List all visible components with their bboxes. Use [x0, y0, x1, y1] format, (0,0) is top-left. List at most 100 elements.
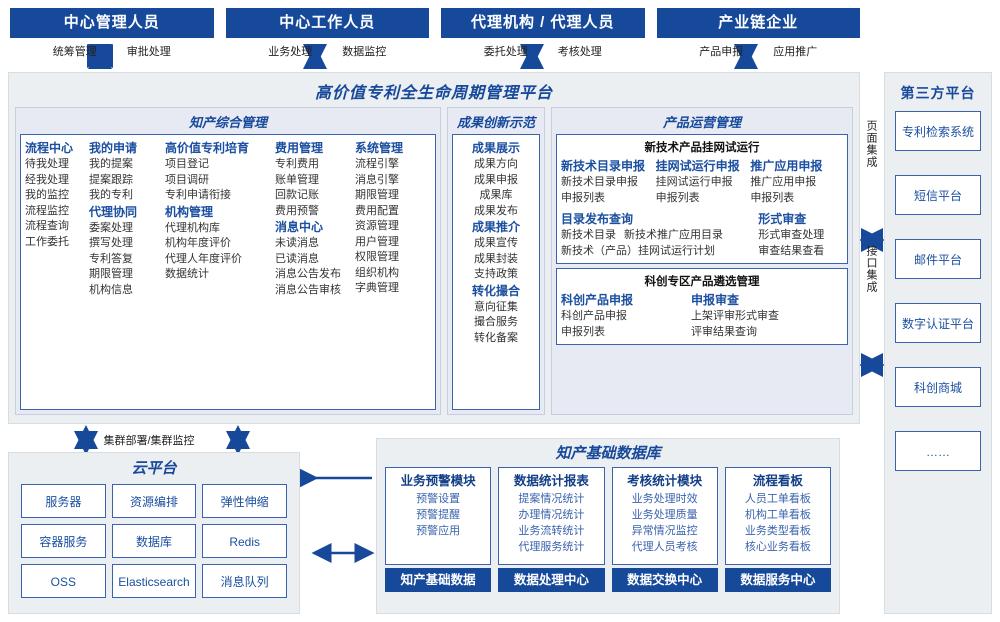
menu-head[interactable]: 挂网试运行申报 [655, 159, 740, 173]
cloud-cell-elasticsearch[interactable]: Elasticsearch [111, 564, 197, 598]
card-item[interactable]: 代理人员考核 [631, 541, 698, 553]
menu-item[interactable]: 已读消息 [275, 252, 319, 265]
card-item[interactable]: 机构工单看板 [744, 509, 811, 521]
card-item[interactable]: 业务处理质量 [631, 509, 698, 521]
card-item[interactable]: 人员工单看板 [744, 493, 811, 505]
third-party-item-digital-cert[interactable]: 数字认证平台 [895, 303, 981, 343]
menu-item[interactable]: 用户管理 [355, 235, 399, 248]
menu-item[interactable]: 工作委托 [25, 235, 69, 248]
menu-item[interactable]: 账单管理 [275, 173, 319, 186]
role-agency[interactable]: 代理机构 / 代理人员 委托处理 考核处理 [441, 8, 645, 66]
menu-item[interactable]: 期限管理 [355, 189, 399, 201]
menu-item[interactable]: 成果库 [479, 189, 513, 201]
menu-head[interactable]: 高价值专利培育 [165, 141, 250, 155]
menu-item[interactable]: 我的提案 [89, 158, 133, 170]
role-enterprise[interactable]: 产业链企业 产品申报 应用推广 [656, 8, 860, 66]
menu-item[interactable]: 费用预警 [275, 204, 319, 217]
database-footer-basic-data[interactable]: 知产基础数据 [385, 568, 492, 592]
menu-item[interactable]: 经我处理 [25, 173, 69, 186]
menu-item[interactable]: 费用配置 [355, 204, 399, 217]
menu-item[interactable]: 项目登记 [165, 158, 209, 170]
cloud-cell-orchestration[interactable]: 资源编排 [111, 484, 197, 518]
menu-item[interactable]: 机构年度评价 [165, 237, 231, 249]
menu-item[interactable]: 推广应用申报 [750, 176, 817, 188]
menu-item[interactable]: 新技术目录申报 [561, 176, 638, 188]
card-item[interactable]: 业务类型看板 [744, 525, 811, 537]
menu-item[interactable]: 我的专利 [89, 189, 133, 201]
cloud-cell-server[interactable]: 服务器 [21, 484, 106, 518]
menu-item[interactable]: 新技术目录 [561, 229, 616, 241]
menu-head[interactable]: 目录发布查询 [561, 212, 634, 226]
menu-item[interactable]: 流程查询 [25, 220, 69, 232]
menu-head[interactable]: 申报审查 [691, 293, 740, 307]
menu-item[interactable]: 撮合服务 [474, 316, 518, 328]
cloud-cell-message-queue[interactable]: 消息队列 [202, 564, 287, 598]
role-center-staff[interactable]: 中心工作人员 业务处理 数据监控 [225, 8, 429, 66]
card-item[interactable]: 提案情况统计 [518, 493, 585, 505]
menu-item[interactable]: 成果发布 [474, 204, 518, 217]
menu-item[interactable]: 委案处理 [89, 221, 133, 234]
menu-item[interactable]: 待我处理 [25, 158, 69, 170]
menu-item[interactable]: 成果申报 [474, 173, 518, 186]
card-head[interactable]: 考核统计模块 [627, 474, 703, 488]
menu-head[interactable]: 代理协同 [89, 204, 138, 219]
menu-item[interactable]: 消息公告审核 [275, 283, 341, 296]
menu-item[interactable]: 审查结果查看 [758, 244, 825, 257]
menu-item[interactable]: 字典管理 [355, 282, 399, 294]
menu-head[interactable]: 形式审查 [758, 212, 807, 226]
menu-item[interactable]: 我的监控 [25, 189, 69, 201]
menu-head[interactable]: 系统管理 [355, 141, 404, 155]
cloud-cell-redis[interactable]: Redis [202, 524, 287, 558]
third-party-item-more[interactable]: …… [895, 431, 981, 471]
menu-head[interactable]: 成果展示 [471, 141, 520, 155]
menu-item[interactable]: 挂网试运行申报 [655, 176, 733, 188]
menu-head[interactable]: 转化撮合 [471, 283, 520, 298]
menu-head[interactable]: 费用管理 [275, 141, 324, 155]
menu-head[interactable]: 新技术目录申报 [561, 159, 646, 173]
menu-item[interactable]: 申报列表 [655, 191, 700, 204]
third-party-item-sms[interactable]: 短信平台 [895, 175, 981, 215]
menu-item[interactable]: 意向征集 [474, 300, 518, 313]
third-party-item-mall[interactable]: 科创商城 [895, 367, 981, 407]
menu-item[interactable]: 申报列表 [561, 325, 605, 338]
menu-head[interactable]: 我的申请 [89, 141, 138, 155]
card-item[interactable]: 预警应用 [416, 525, 461, 537]
menu-item[interactable]: 申报列表 [750, 191, 795, 204]
menu-item[interactable]: 消息公告发布 [275, 268, 341, 280]
card-head[interactable]: 数据统计报表 [513, 474, 589, 488]
menu-item[interactable]: 上架评审形式审查 [691, 310, 779, 322]
menu-item[interactable]: 申报列表 [561, 191, 605, 204]
menu-item[interactable]: 资源管理 [355, 220, 399, 232]
card-item[interactable]: 异常情况监控 [631, 525, 698, 537]
menu-item[interactable]: 形式审查处理 [758, 229, 825, 241]
cloud-cell-database[interactable]: 数据库 [111, 524, 197, 558]
cloud-cell-oss[interactable]: OSS [21, 564, 106, 598]
menu-head[interactable]: 消息中心 [275, 220, 324, 234]
menu-item[interactable]: 专利申请衔接 [165, 189, 231, 201]
menu-item[interactable]: 科创产品申报 [561, 310, 627, 322]
menu-item[interactable]: 回款记账 [275, 189, 319, 201]
database-footer-processing-center[interactable]: 数据处理中心 [498, 568, 605, 592]
menu-item[interactable]: 数据统计 [165, 268, 209, 280]
menu-item[interactable]: 机构信息 [89, 283, 133, 296]
cloud-cell-container[interactable]: 容器服务 [21, 524, 106, 558]
card-item[interactable]: 业务流转统计 [518, 525, 585, 537]
menu-item[interactable]: 成果方向 [474, 158, 518, 170]
menu-item[interactable]: 流程引擎 [355, 158, 399, 170]
menu-item[interactable]: 权限管理 [355, 251, 399, 263]
role-center-admin[interactable]: 中心管理人员 统筹管理 审批处理 [10, 8, 214, 66]
menu-item[interactable]: 转化备案 [474, 331, 518, 344]
card-head[interactable]: 流程看板 [752, 474, 803, 488]
card-head[interactable]: 业务预警模块 [400, 474, 476, 488]
menu-item[interactable]: 流程监控 [25, 204, 69, 217]
menu-item[interactable]: 支持政策 [474, 268, 518, 280]
menu-item[interactable]: 专利答复 [89, 252, 133, 265]
menu-item[interactable]: 代理机构库 [165, 221, 220, 234]
third-party-item-email[interactable]: 邮件平台 [895, 239, 981, 279]
menu-item[interactable]: 组织机构 [355, 266, 399, 279]
menu-item[interactable]: 代理人年度评价 [165, 252, 242, 265]
menu-item[interactable]: 未读消息 [275, 237, 319, 249]
card-item[interactable]: 代理服务统计 [518, 541, 585, 553]
menu-item[interactable]: 评审结果查询 [691, 325, 757, 338]
database-footer-service-center[interactable]: 数据服务中心 [724, 568, 831, 592]
